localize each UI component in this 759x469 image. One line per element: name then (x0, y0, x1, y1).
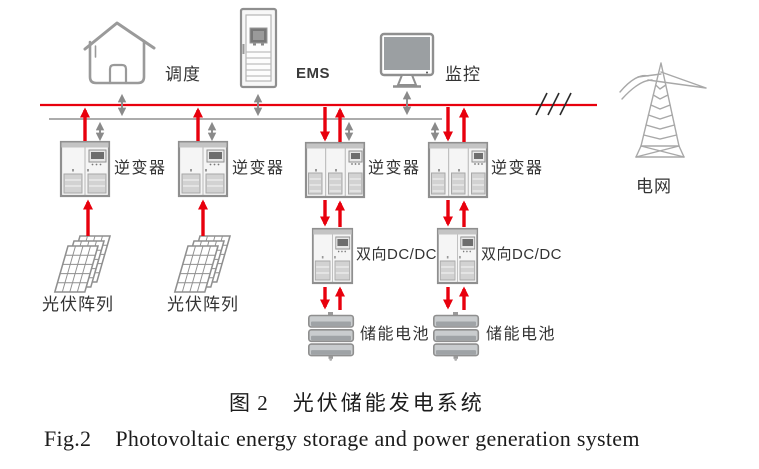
dispatch-house-icon (83, 21, 156, 85)
bus-break-slashes (535, 92, 572, 116)
caption-en-title: Photovoltaic energy storage and power ge… (115, 426, 640, 451)
caption-en-number: Fig.2 (44, 426, 92, 451)
battery-1-icon (307, 311, 355, 362)
monitoring-label: 监控 (445, 65, 481, 84)
dcdc-1-label: 双向DC/DC (356, 246, 437, 263)
pv-array-1-icon (53, 235, 111, 293)
pv-array-1-label: 光伏阵列 (42, 295, 114, 314)
pv-array-2-icon (173, 235, 231, 293)
inverter-2-label: 逆变器 (232, 160, 285, 177)
caption-en: Fig.2 Photovoltaic energy storage and pow… (44, 426, 640, 452)
power-bus-line (40, 92, 597, 116)
grid-tower-icon (619, 62, 707, 158)
inverter-4-label: 逆变器 (491, 160, 544, 177)
inverter-3-label: 逆变器 (368, 160, 421, 177)
caption-zh-number: 图 2 (229, 391, 269, 415)
inverter-1-label: 逆变器 (114, 160, 167, 177)
dcdc-2-icon (436, 227, 479, 285)
ems-label: EMS (296, 65, 331, 82)
pv-array-2-label: 光伏阵列 (167, 295, 239, 314)
dcdc-2-label: 双向DC/DC (481, 246, 562, 263)
battery-2-label: 储能电池 (486, 326, 557, 343)
grid-label: 电网 (636, 177, 672, 196)
battery-2-icon (432, 311, 480, 362)
inverter-3-icon (304, 141, 366, 199)
inverter-4-icon (427, 141, 489, 199)
comm-arrows (95, 90, 440, 142)
caption-zh: 图 2 光伏储能发电系统 (229, 387, 485, 417)
ems-server-icon (239, 7, 278, 89)
inverter-2-icon (177, 140, 229, 198)
battery-1-label: 储能电池 (360, 326, 431, 343)
dispatch-label: 调度 (165, 65, 201, 84)
power-arrows (80, 107, 469, 310)
inverter-1-icon (59, 140, 111, 198)
monitoring-screen-icon (379, 32, 435, 88)
diagram-canvas (40, 7, 707, 362)
dcdc-1-icon (311, 227, 354, 285)
caption-zh-title: 光伏储能发电系统 (292, 391, 485, 415)
